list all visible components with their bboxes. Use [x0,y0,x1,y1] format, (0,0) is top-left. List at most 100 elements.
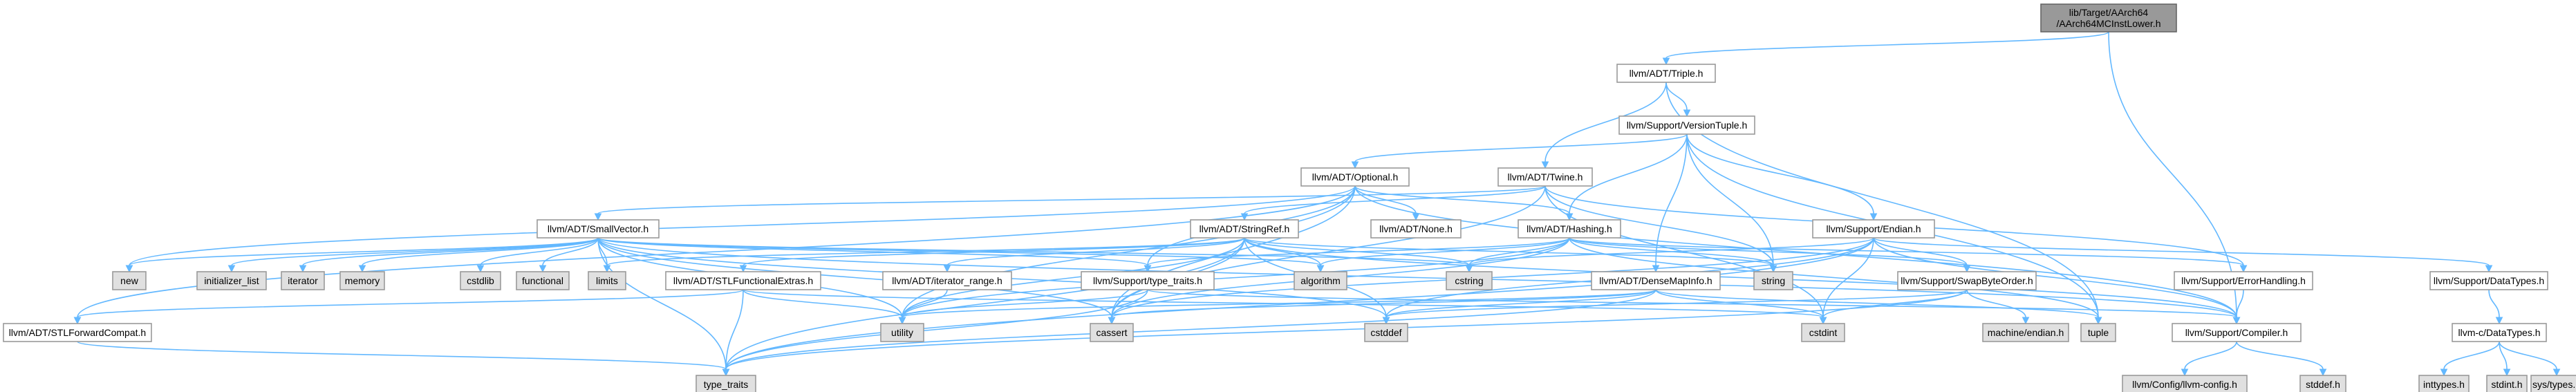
node-stringref[interactable]: llvm/ADT/StringRef.h [1190,219,1299,239]
node-label: new [120,275,139,286]
nodes-layer: lib/Target/AArch64/AArch64MCInstLower.hl… [3,3,2576,392]
edge-errorhandling-to-compiler [2236,289,2244,318]
edge-densemapinfo-to-cassert [1111,289,1656,318]
node-densemapinfo[interactable]: llvm/ADT/DenseMapInfo.h [1591,271,1721,290]
node-errorhandling[interactable]: llvm/Support/ErrorHandling.h [2174,271,2313,290]
node-box [2174,271,2313,290]
node-box [1591,271,1721,290]
edge-arrowhead [1351,161,1359,169]
node-box [1446,271,1493,290]
node-label: lib/Target/AArch64 [2069,7,2149,18]
node-label: llvm/ADT/DenseMapInfo.h [1599,275,1712,286]
edge-hashing-to-utility [902,237,1570,318]
edge-arrowhead [539,265,547,273]
node-label: llvm/Support/ErrorHandling.h [2181,275,2306,286]
node-smallvector[interactable]: llvm/ADT/SmallVector.h [536,219,660,239]
node-label: memory [345,275,380,286]
node-triple[interactable]: llvm/ADT/Triple.h [1616,64,1716,83]
node-twine[interactable]: llvm/ADT/Twine.h [1497,167,1593,187]
node-label: limits [596,275,618,286]
node-sys_types: sys/types.h [2530,375,2576,392]
edge-arrowhead [1541,161,1549,169]
node-none[interactable]: llvm/ADT/None.h [1370,219,1462,239]
node-box [1497,167,1593,187]
edge-arrowhead [603,265,611,273]
edge-arrowhead [1662,57,1670,66]
node-label: sys/types.h [2532,379,2576,390]
node-compiler[interactable]: llvm/Support/Compiler.h [2172,323,2302,342]
node-label: llvm/Support/DataTypes.h [2434,275,2544,286]
node-datatypes_h[interactable]: llvm/Support/DataTypes.h [2429,271,2548,290]
node-box [1753,271,1793,290]
edge-arrowhead [1819,317,1827,325]
node-box [1897,271,2037,290]
node-box [1190,219,1299,239]
node-box [2040,3,2177,32]
edge-smallvector-to-new [129,237,599,266]
edge-smallvector-to-cassert [597,237,1112,318]
edge-optional-to-utility [902,185,1356,318]
node-endian[interactable]: llvm/Support/Endian.h [1812,219,1935,239]
edge-twine-to-stringref [1244,185,1546,214]
node-versiontuple[interactable]: llvm/Support/VersionTuple.h [1618,115,1755,135]
edge-arrowhead [2440,368,2448,377]
node-box [2172,323,2302,342]
node-box [1364,323,1408,342]
edge-arrowhead [2503,368,2511,377]
edge-endian-to-cstring [1468,237,1874,266]
node-label: llvm/Support/SwapByteOrder.h [1901,275,2033,286]
node-iterator_range[interactable]: llvm/ADT/iterator_range.h [882,271,1012,290]
node-box [1294,271,1347,290]
node-label: inttypes.h [2423,379,2465,390]
edge-arrowhead [1869,213,1878,221]
edge-arrowhead [476,265,485,273]
node-box [2418,375,2470,392]
edge-arrowhead [722,368,730,377]
edge-triple-to-twine [1544,82,1667,162]
node-stddef: stddef.h [2299,375,2346,392]
node-label: cstddef [1370,327,1401,338]
edge-smallvector-to-initializer_list [231,237,599,266]
edge-arrowhead [2094,317,2102,325]
node-type_traits_h[interactable]: llvm/Support/type_traits.h [1081,271,1215,290]
edge-stlfunctionalextras-to-type_traits [725,289,744,370]
edge-endian-to-datatypes_h [1873,237,2490,266]
node-box [516,271,570,290]
node-label: llvm/ADT/Twine.h [1508,171,1583,183]
edge-arrowhead [1316,265,1325,273]
edge-smallvector-to-memory [362,237,599,266]
node-stlforwardcompat[interactable]: llvm/ADT/STLForwardCompat.h [3,323,152,342]
edge-swapbyteorder-to-machine_endian [1966,289,2026,318]
node-label: cstring [1455,275,1483,286]
node-root[interactable]: lib/Target/AArch64/AArch64MCInstLower.h [2040,3,2177,32]
node-c_datatypes[interactable]: llvm-c/DataTypes.h [2452,323,2547,342]
node-memory: memory [339,271,385,290]
edge-arrowhead [1683,109,1691,118]
node-label: algorithm [1300,275,1341,286]
edge-optional-to-cassert [1111,185,1356,318]
edge-stringref-to-stlfunctionalextras [743,237,1245,266]
node-label: llvm/Support/Compiler.h [2185,327,2288,338]
node-swapbyteorder[interactable]: llvm/Support/SwapByteOrder.h [1897,271,2037,290]
node-label: llvm/ADT/Triple.h [1630,68,1704,79]
edge-smallvector-to-type_traits_h [597,237,1148,266]
node-hashing[interactable]: llvm/ADT/Hashing.h [1518,219,1621,239]
edge-datatypes_h-to-c_datatypes [2488,289,2500,318]
node-stlfunctionalextras[interactable]: llvm/ADT/STLFunctionalExtras.h [665,271,821,290]
edge-arrowhead [943,265,951,273]
edge-endian-to-compiler [1873,237,2237,318]
node-box [2080,323,2116,342]
node-utility: utility [880,323,924,342]
edge-arrowhead [594,213,602,221]
node-optional[interactable]: llvm/ADT/Optional.h [1300,167,1410,187]
node-label: initializer_list [204,275,259,286]
node-box [2122,375,2248,392]
edge-arrowhead [1412,213,1420,221]
edge-versiontuple-to-endian [1686,133,1874,214]
edge-hashing-to-type_traits_h [1147,237,1570,266]
edges-layer [73,31,2561,377]
node-box [880,323,924,342]
node-label: llvm/ADT/SmallVector.h [548,223,648,234]
edge-arrowhead [2181,368,2189,377]
node-limits: limits [588,271,626,290]
